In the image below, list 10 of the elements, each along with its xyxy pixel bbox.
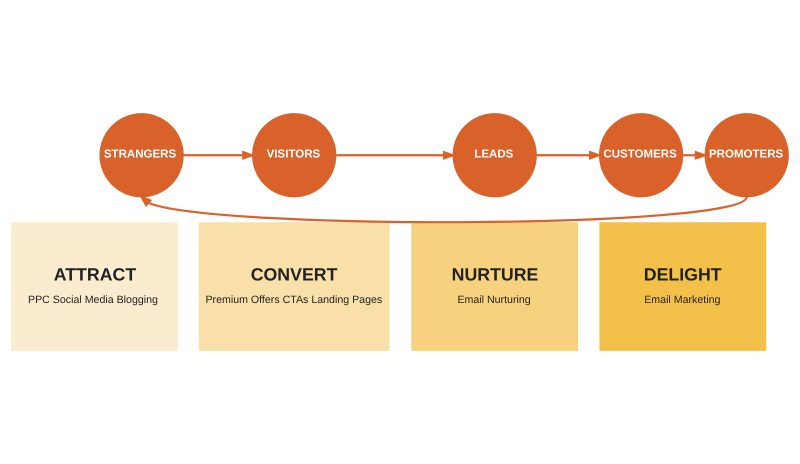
node-box: NURTURE Email Nurturing <box>411 222 578 351</box>
node-circle: VISITORS <box>252 113 336 198</box>
node-circle: CUSTOMERS <box>598 113 684 198</box>
node-box: CONVERT Premium Offers CTAs Landing Pages <box>198 222 390 351</box>
arrow <box>139 194 748 224</box>
node-box: DELIGHT Email Marketing <box>599 222 766 351</box>
node-box: ATTRACT PPC Social Media Blogging <box>11 222 178 351</box>
node-circle: STRANGERS <box>99 113 184 198</box>
node-circle: PROMOTERS <box>704 113 789 198</box>
node-circle: LEADS <box>452 113 537 198</box>
